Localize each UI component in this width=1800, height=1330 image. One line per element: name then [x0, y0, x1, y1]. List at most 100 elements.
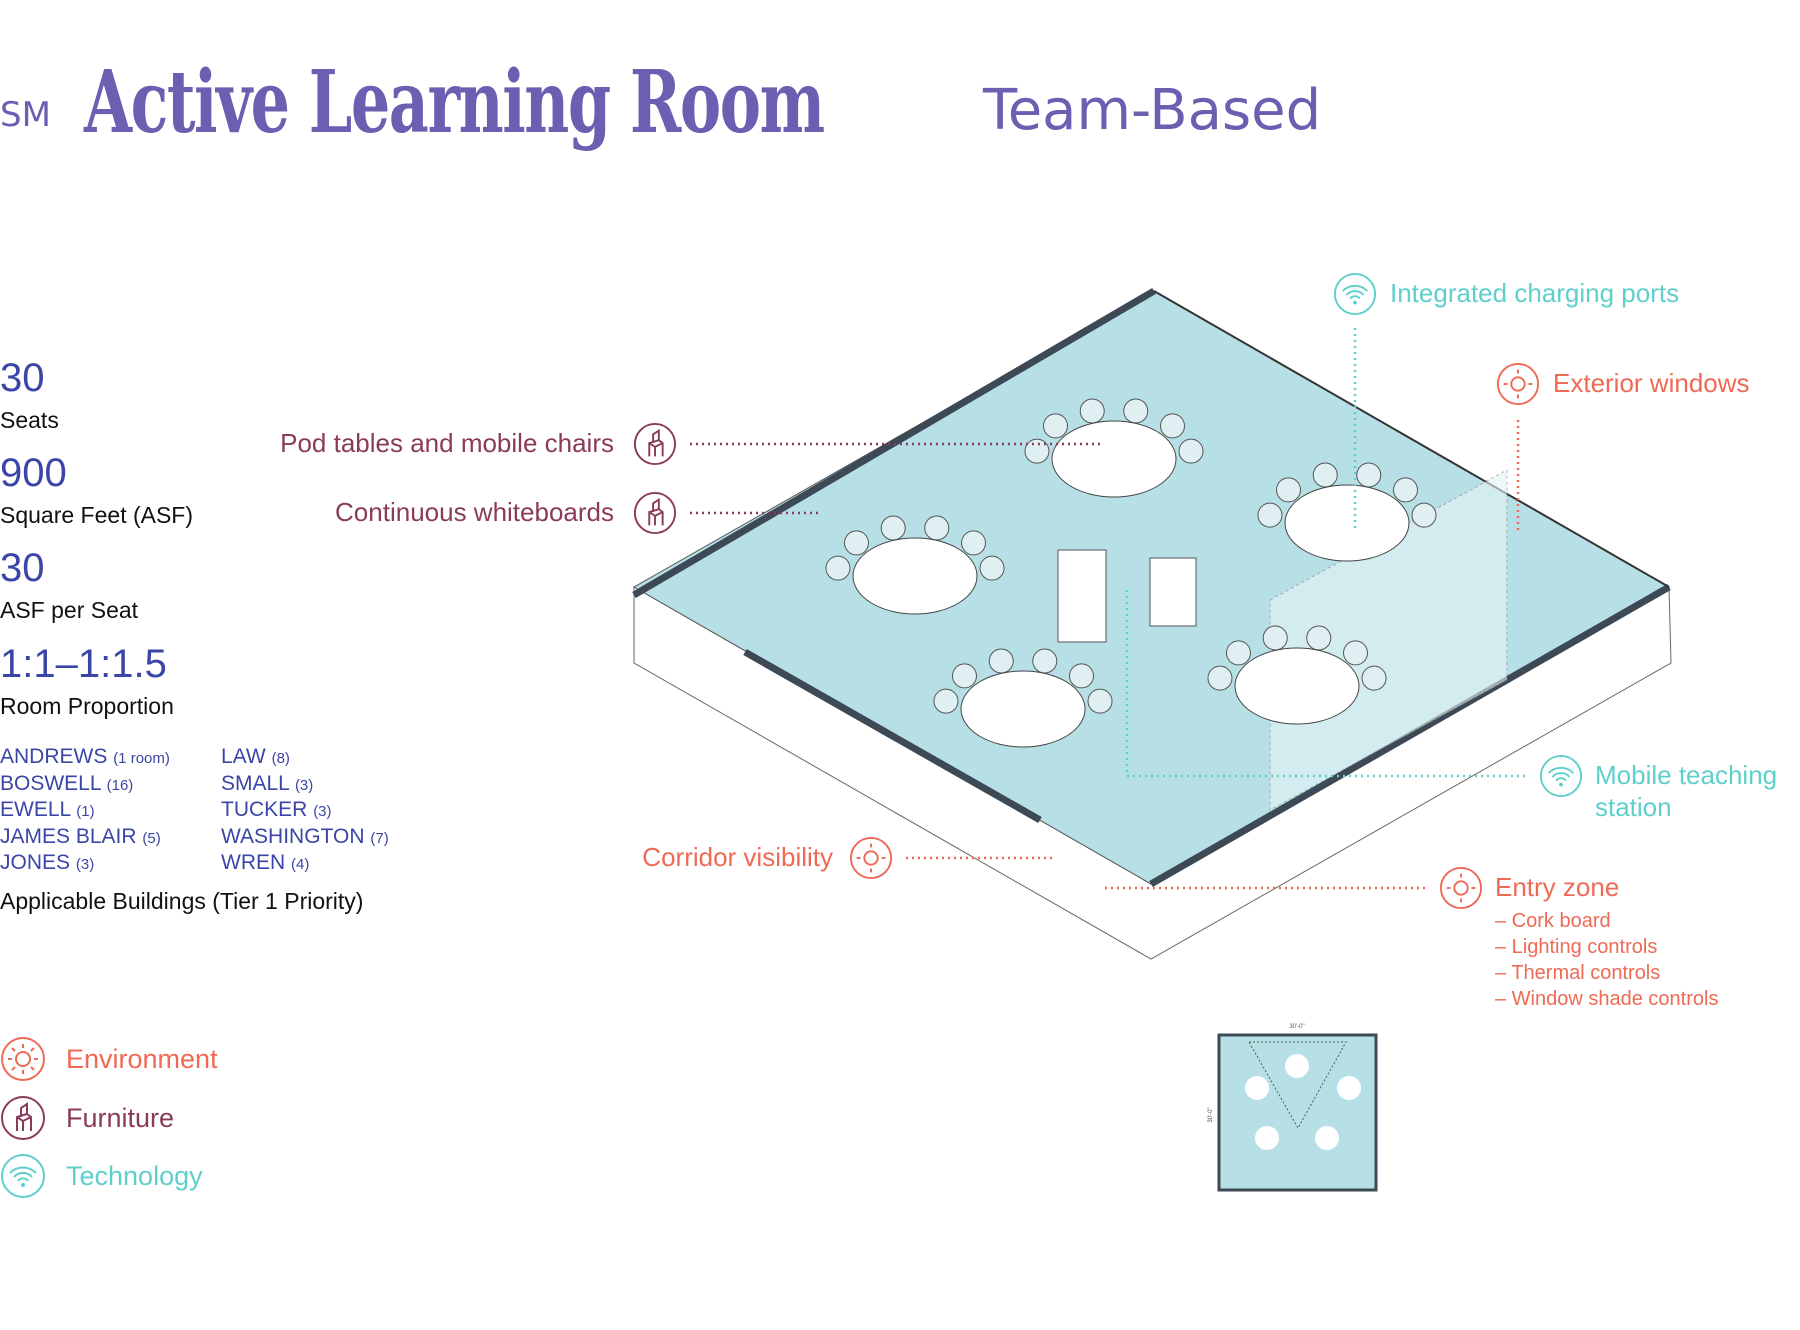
chair	[1079, 398, 1105, 424]
page-subtitle: Team-Based	[983, 78, 1322, 143]
building-item: ANDREWS (1 room)	[0, 745, 170, 772]
wifi-icon	[1539, 754, 1583, 798]
legend-label: Furniture	[66, 1102, 175, 1133]
building-name: WREN	[221, 851, 286, 874]
chair	[1042, 413, 1068, 439]
pod-table	[1234, 647, 1360, 725]
building-item: JONES (3)	[0, 851, 170, 878]
proportion-label: Room Proportion	[0, 693, 174, 719]
asf-per-seat-label: ASF per Seat	[0, 597, 139, 623]
pod-table	[960, 670, 1086, 748]
chair	[961, 530, 987, 556]
building-item: TUCKER (3)	[221, 798, 389, 825]
chair	[1178, 438, 1204, 464]
page-title: Active Learning Room	[84, 52, 825, 153]
wifi-icon	[1, 1154, 45, 1198]
chair	[1123, 398, 1149, 424]
building-room-count: (16)	[106, 776, 134, 794]
chair	[1257, 502, 1283, 528]
building-room-count: (3)	[294, 776, 314, 794]
callout-pod-tables: Pod tables and mobile chairs	[280, 428, 614, 458]
chair	[880, 515, 906, 541]
building-item: EWELL (1)	[0, 798, 170, 825]
chair	[951, 663, 977, 689]
window-wall	[1153, 290, 1670, 588]
legend-furniture: Furniture	[0, 1095, 174, 1141]
entry-item-thermal: – Thermal controls	[1495, 962, 1661, 984]
chair	[924, 515, 950, 541]
chair	[1160, 413, 1186, 439]
entry-item-cork-board: – Cork board	[1495, 910, 1611, 932]
chair	[1312, 462, 1338, 488]
callout-teaching-station-line2: station	[1595, 792, 1672, 822]
building-item: SMALL (3)	[221, 772, 389, 799]
callout-entry-zone: Entry zone	[1495, 872, 1620, 902]
pod-table	[852, 537, 978, 615]
chair	[933, 688, 959, 714]
plan-depth-dimension: 30'-0"	[1208, 1107, 1214, 1122]
building-name: JAMES BLAIR	[0, 824, 137, 848]
asf-per-seat-value: 30	[0, 546, 45, 590]
chair	[1306, 625, 1332, 651]
wifi-icon	[1333, 272, 1377, 316]
pod-table	[1284, 484, 1410, 562]
room-code: SM	[0, 95, 51, 135]
legend-label: Environment	[66, 1043, 218, 1074]
chair	[1024, 438, 1050, 464]
callout-corridor-visibility: Corridor visibility	[642, 842, 833, 872]
pod-table	[1051, 420, 1177, 498]
callout-teaching-station-line1: Mobile teaching	[1595, 760, 1778, 790]
building-room-count: (3)	[313, 803, 332, 820]
chair	[1275, 477, 1301, 503]
legend-technology: Technology	[0, 1153, 203, 1199]
building-name: EWELL	[0, 798, 71, 821]
chair	[1411, 502, 1437, 528]
building-room-count: (5)	[142, 829, 161, 847]
building-room-count: (8)	[271, 750, 290, 767]
proportion-value: 1:1–1:1.5	[0, 642, 167, 686]
legend-label: Technology	[66, 1160, 203, 1191]
chair	[1087, 688, 1113, 714]
chair	[988, 648, 1014, 674]
wall-right-front	[1149, 583, 1671, 888]
callout-exterior-windows: Exterior windows	[1553, 368, 1750, 398]
chair	[1343, 640, 1369, 666]
chair	[1393, 477, 1419, 503]
wall-front	[743, 648, 1042, 824]
entry-item-lighting: – Lighting controls	[1495, 936, 1658, 958]
building-room-count: (1 room)	[113, 750, 170, 767]
callout-whiteboards: Continuous whiteboards	[335, 497, 614, 527]
plan-width-dimension: 30'-0"	[1289, 1024, 1304, 1030]
chair	[1262, 625, 1288, 651]
building-room-count: (3)	[75, 856, 95, 873]
chair	[1225, 640, 1251, 666]
building-name: BOSWELL	[0, 771, 101, 795]
sun-icon	[1439, 866, 1483, 910]
chair	[1356, 462, 1382, 488]
teaching-station	[1149, 557, 1197, 627]
callout-charging-ports: Integrated charging ports	[1390, 278, 1680, 308]
chair	[843, 530, 869, 556]
chair	[825, 555, 851, 581]
teaching-station-leader	[1125, 590, 1528, 778]
building-room-count: (7)	[370, 829, 389, 847]
building-name: ANDREWS	[0, 745, 108, 768]
building-name: TUCKER	[221, 798, 308, 821]
seats-value: 30	[0, 356, 45, 400]
building-item: WASHINGTON (7)	[221, 825, 389, 852]
buildings-caption: Applicable Buildings (Tier 1 Priority)	[0, 888, 364, 914]
floor-plan-thumbnail: 30'-0" 30'-0"	[1208, 1024, 1378, 1192]
chair	[1207, 665, 1233, 691]
whiteboard	[1057, 549, 1107, 643]
building-name: LAW	[221, 745, 266, 768]
chair	[979, 555, 1005, 581]
building-item: WREN (4)	[221, 851, 389, 878]
chair-icon	[633, 491, 677, 535]
sun-icon	[849, 836, 893, 880]
buildings-column-1: ANDREWS (1 room)BOSWELL (16)EWELL (1)JAM…	[0, 745, 170, 878]
sun-icon	[1496, 362, 1540, 406]
asf-label: Square Feet (ASF)	[0, 502, 194, 528]
sun-icon	[1, 1037, 45, 1081]
entry-item-window-shades: – Window shade controls	[1495, 988, 1719, 1010]
